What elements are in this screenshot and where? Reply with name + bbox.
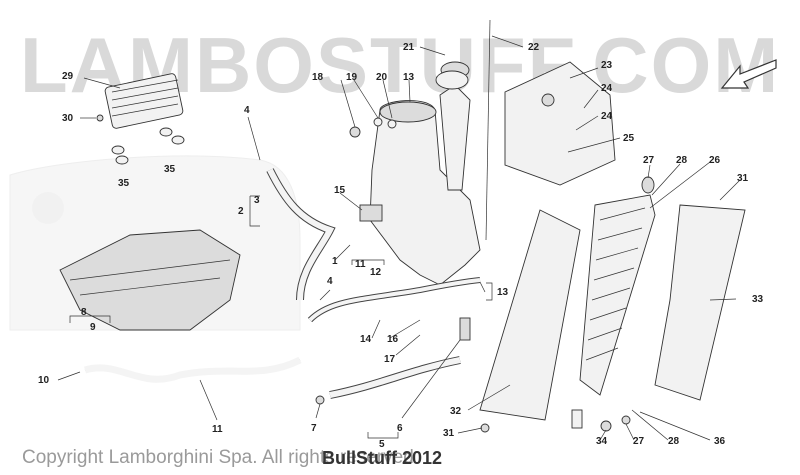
callout-19: 19 (346, 72, 358, 83)
callout-13b: 13 (497, 287, 509, 298)
callout-30: 30 (62, 113, 74, 124)
part-20 (387, 119, 397, 129)
callout-27b: 27 (633, 436, 645, 447)
callout-27a: 27 (643, 155, 655, 166)
callout-28a: 28 (676, 155, 688, 166)
overlay-text: BullStuff 2012 (322, 448, 443, 468)
callout-33: 33 (752, 294, 764, 305)
callout-35b: 35 (164, 164, 176, 175)
air-duct-32 (479, 209, 581, 421)
heat-shield-23 (504, 61, 616, 186)
callout-9: 9 (90, 322, 96, 333)
cap-27b (621, 415, 631, 425)
dipstick-22 (485, 19, 491, 241)
callout-2: 2 (238, 206, 244, 217)
callout-16: 16 (387, 334, 399, 345)
sensor-18 (349, 126, 361, 138)
leader-lines (57, 35, 741, 441)
fitting-6 (459, 317, 471, 341)
callout-6: 6 (397, 423, 403, 434)
callout-20: 20 (376, 72, 388, 83)
callout-29: 29 (62, 71, 74, 82)
callout-15: 15 (334, 185, 346, 196)
callout-25: 25 (623, 133, 635, 144)
callout-12: 12 (370, 267, 382, 278)
callout-4b: 4 (327, 276, 333, 287)
part-19 (373, 117, 383, 127)
callout-labels: 29 30 35 35 4 18 19 20 13 21 22 23 24 24… (38, 42, 764, 450)
bracket-34 (571, 409, 583, 429)
callout-5: 5 (379, 439, 385, 450)
callout-24b: 24 (601, 111, 613, 122)
oil-tank-13 (369, 61, 481, 286)
grommet-34 (600, 420, 612, 432)
air-duct-33 (654, 204, 746, 401)
callout-36: 36 (714, 436, 726, 447)
o-ring-35b-2 (171, 135, 185, 145)
cap-27a (641, 176, 655, 194)
callout-1: 1 (332, 256, 338, 267)
callout-22: 22 (528, 42, 540, 53)
copyright-text: Copyright Lamborghini Spa. All rights re… (22, 447, 414, 468)
direction-arrow-icon (720, 59, 777, 89)
callout-11a: 11 (355, 259, 366, 270)
callout-17: 17 (384, 354, 396, 365)
bolt-30 (96, 114, 104, 122)
group-brackets (69, 195, 493, 439)
callout-4a: 4 (244, 105, 250, 116)
callout-18: 18 (312, 72, 324, 83)
callout-10: 10 (38, 375, 50, 386)
callout-35a: 35 (118, 178, 130, 189)
oil-radiator-26 (579, 194, 656, 396)
callout-28b: 28 (668, 436, 680, 447)
callout-26: 26 (709, 155, 721, 166)
callout-31b: 31 (443, 428, 455, 439)
callout-3: 3 (254, 195, 260, 206)
bracket-15 (359, 204, 383, 222)
bolt-7 (315, 395, 325, 405)
callout-11b: 11 (212, 424, 223, 435)
pipe-12 (307, 277, 481, 323)
callout-23: 23 (601, 60, 613, 71)
o-ring-35b (159, 127, 173, 137)
callout-24a: 24 (601, 83, 613, 94)
callout-34: 34 (596, 436, 608, 447)
o-ring-35a-2 (115, 155, 129, 165)
o-ring-35a (111, 145, 125, 155)
engine-block (59, 229, 241, 331)
oil-cooler-29 (104, 73, 184, 129)
callout-7: 7 (311, 423, 317, 434)
callout-21: 21 (403, 42, 415, 53)
callout-31a: 31 (737, 173, 749, 184)
callout-14: 14 (360, 334, 372, 345)
callout-8: 8 (81, 307, 87, 318)
callout-13: 13 (403, 72, 415, 83)
callout-32: 32 (450, 406, 462, 417)
bolt-31b (480, 423, 490, 433)
